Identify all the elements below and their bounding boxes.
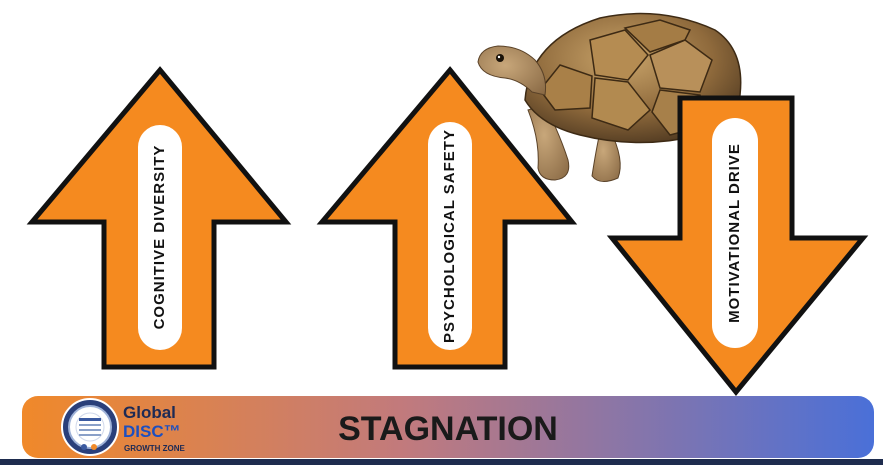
logo-tagline: GROWTH ZONE bbox=[124, 444, 186, 453]
bottom-rule bbox=[0, 459, 883, 465]
arrow-label-cognitive-diversity: COGNITIVE DIVERSITY bbox=[151, 145, 168, 330]
banner-title: STAGNATION bbox=[338, 410, 558, 448]
arrow-cognitive-diversity: COGNITIVE DIVERSITY bbox=[32, 70, 286, 367]
arrow-label-motivational-drive: MOTIVATIONAL DRIVE bbox=[726, 143, 743, 323]
arrow-label-psychological-safety: PSYCHOLOGICAL SAFETY bbox=[441, 129, 458, 343]
logo-word-global: Global bbox=[123, 403, 176, 422]
logo-word-disc: DISC™ bbox=[123, 422, 181, 441]
global-disc-logo: Global DISC™ GROWTH ZONE bbox=[62, 399, 186, 455]
